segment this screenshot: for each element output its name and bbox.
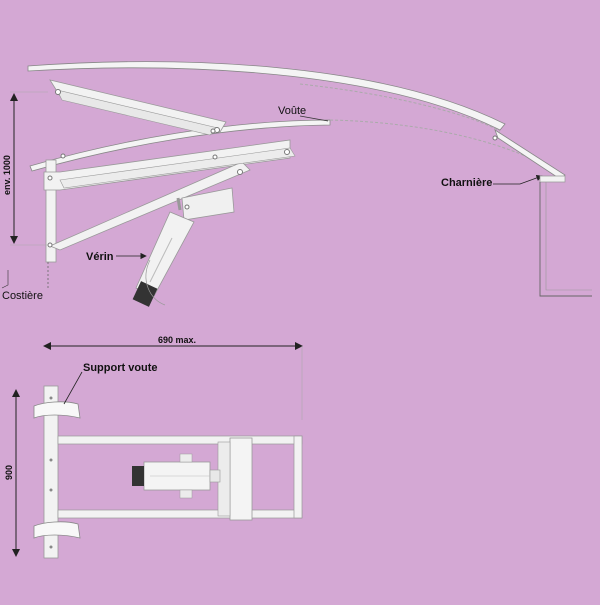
diagonal-strut xyxy=(48,161,251,251)
bolt xyxy=(210,128,216,134)
height-dim-label: env. 1000 xyxy=(2,155,12,195)
bolt xyxy=(184,204,190,210)
bolt xyxy=(55,89,61,95)
costiere-label: Costière xyxy=(2,290,43,302)
bolt xyxy=(212,154,218,160)
bolt xyxy=(47,242,53,248)
lower-strap xyxy=(33,521,81,539)
right-wall-outline xyxy=(539,182,592,297)
bolt xyxy=(237,169,243,175)
support-voute-label: Support voute xyxy=(83,362,158,374)
actuator-foot xyxy=(132,281,158,307)
bolt xyxy=(47,175,53,181)
canopy-outer-arc xyxy=(27,61,506,131)
plan-dim-label: 900 xyxy=(4,465,14,480)
canopy-inner-arc xyxy=(29,119,331,172)
canopy-inner-dashed xyxy=(329,119,551,169)
charniere-label: Charnière xyxy=(441,177,492,189)
canopy-outer-dashed xyxy=(299,83,501,132)
voute-label: Voûte xyxy=(278,105,306,117)
plan-hinge-block xyxy=(229,437,253,521)
upper-rail xyxy=(57,435,303,445)
hinge-mount xyxy=(539,175,566,183)
actuator-body xyxy=(135,211,195,297)
width-dim-label: 690 max. xyxy=(158,335,196,345)
lower-rail xyxy=(57,509,303,519)
hinge-end-piece xyxy=(494,129,566,180)
wall-post xyxy=(45,159,57,263)
bolt xyxy=(284,149,290,155)
verin-label: Vérin xyxy=(86,251,114,263)
right-rail xyxy=(293,435,303,519)
bolt xyxy=(492,135,498,141)
bolt xyxy=(60,153,66,159)
plan-actuator-foot xyxy=(132,466,144,486)
actuator-housing xyxy=(181,187,235,221)
plan-wall-plate xyxy=(43,385,59,559)
upper-strap xyxy=(33,401,81,419)
